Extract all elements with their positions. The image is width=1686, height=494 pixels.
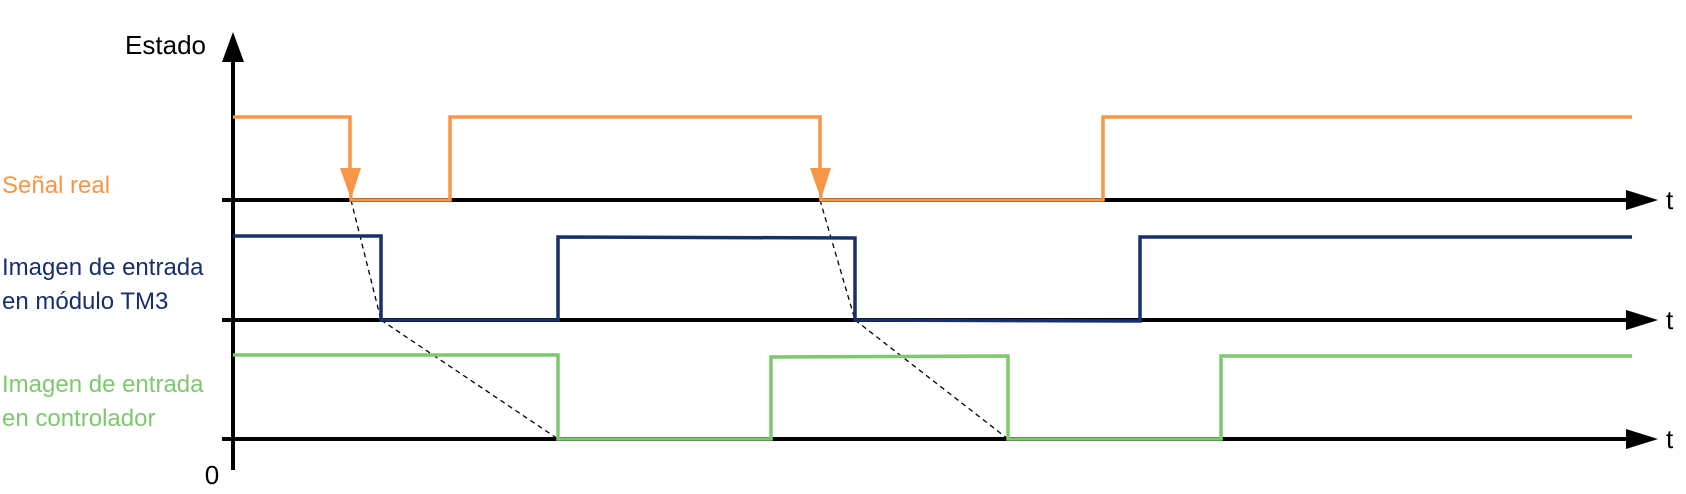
signal-label-tm3: Imagen de entrada en módulo TM3 bbox=[2, 254, 210, 315]
delay-lines bbox=[350, 199, 1009, 440]
signal-label-controller: Imagen de entrada en controlador bbox=[2, 371, 210, 432]
state-axis-arrowhead bbox=[222, 32, 244, 62]
time-axis-label-real: t bbox=[1666, 185, 1674, 215]
signal-label-real: Señal real bbox=[2, 172, 110, 199]
signal-real-falling-arrow-1 bbox=[340, 168, 361, 199]
signal-real-falling-arrow-2 bbox=[810, 168, 831, 199]
origin-label: 0 bbox=[205, 460, 219, 490]
time-axis-label-controller: t bbox=[1666, 424, 1674, 454]
signal-tm3-waveform bbox=[233, 234, 1632, 323]
signal-real-waveform bbox=[233, 115, 1632, 202]
time-axis-label-tm3: t bbox=[1666, 305, 1674, 335]
signal-controller-waveform bbox=[233, 353, 1632, 441]
state-axis-label: Estado bbox=[125, 30, 206, 60]
time-axis-controller: t bbox=[222, 424, 1674, 454]
